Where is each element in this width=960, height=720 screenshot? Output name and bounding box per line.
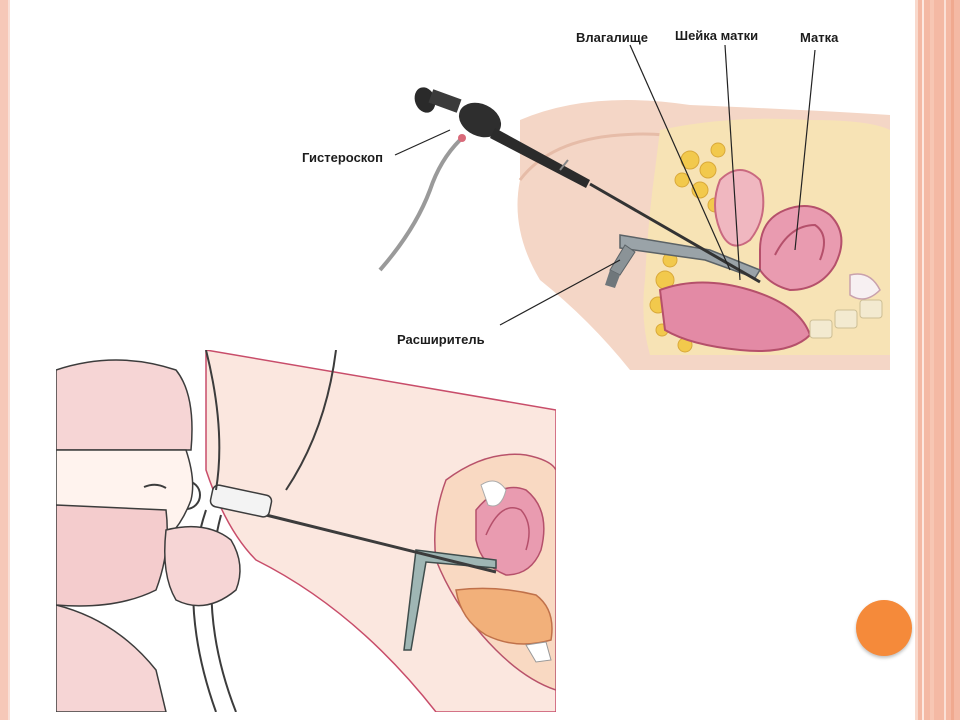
mask xyxy=(56,504,168,607)
next-slide-button[interactable] xyxy=(856,600,912,656)
frame-stripe xyxy=(951,0,954,720)
label-uterus: Матка xyxy=(800,30,839,45)
hand xyxy=(164,525,241,607)
label-dilator: Расширитель xyxy=(397,332,485,347)
hysteroscope-instrument xyxy=(378,87,761,284)
doctor-figure xyxy=(56,359,241,712)
bladder xyxy=(714,169,765,247)
label-vagina: Влагалище xyxy=(576,30,648,45)
frame-stripe xyxy=(915,0,918,720)
spine xyxy=(809,299,883,339)
doctor-hysteroscopy-illustration xyxy=(56,350,556,712)
label-hysteroscope: Гистероскоп xyxy=(302,150,383,165)
slide-frame-left-inner xyxy=(8,0,10,720)
label-cervix: Шейка матки xyxy=(675,28,758,43)
frame-stripe xyxy=(944,0,946,720)
hysteroscopy-anatomy-diagram: Влагалище Шейка матки Матка Гистероскоп … xyxy=(302,28,890,370)
speculum-lower xyxy=(403,549,497,651)
uterus-shape xyxy=(759,205,843,292)
leader-lines xyxy=(394,44,816,326)
slide-frame-left xyxy=(0,0,8,720)
frame-stripe xyxy=(922,0,924,720)
surgical-cap xyxy=(56,359,193,451)
rectum-lower xyxy=(455,587,553,645)
gown xyxy=(56,604,167,712)
frame-stripe xyxy=(930,0,934,720)
